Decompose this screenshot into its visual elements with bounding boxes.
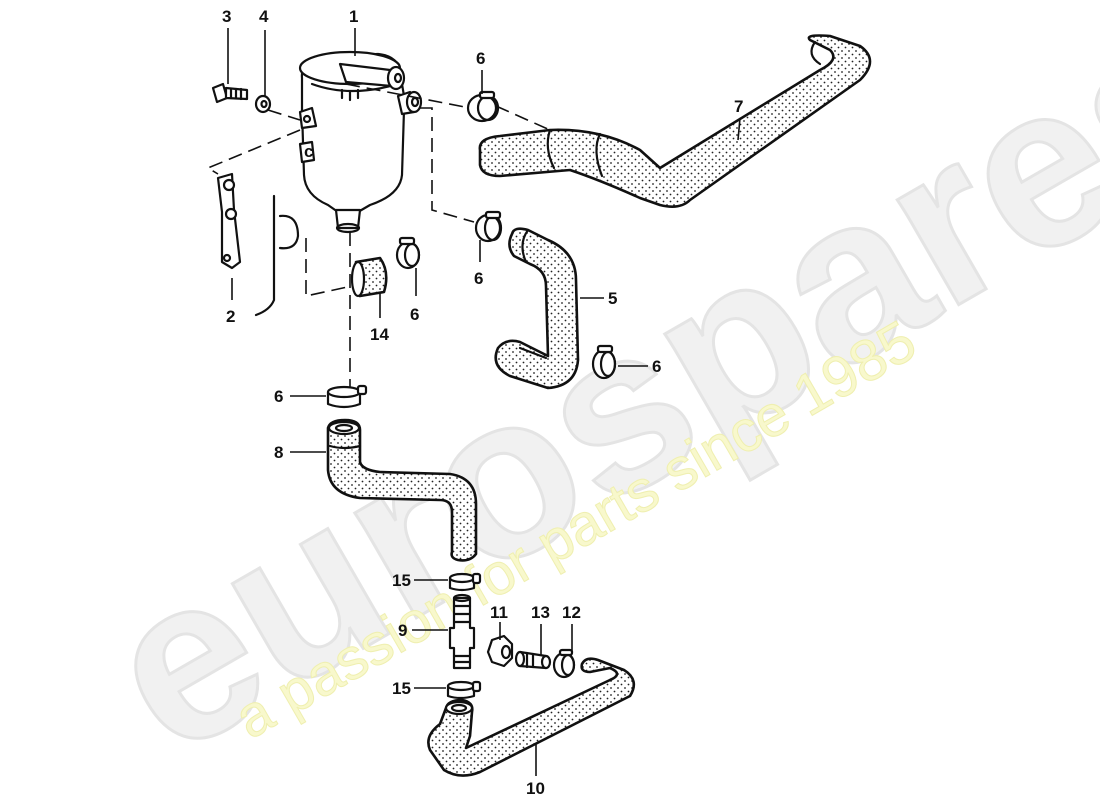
callout-15b[interactable]: 15 <box>392 679 411 698</box>
hose-clamp-top[interactable] <box>466 90 500 123</box>
bracket[interactable] <box>216 172 300 317</box>
hose-clamp-lower[interactable] <box>326 384 368 409</box>
hose-clamp-15-top[interactable] <box>448 572 482 592</box>
callout-8[interactable]: 8 <box>274 443 283 462</box>
callout-1[interactable]: 1 <box>349 7 358 26</box>
assembly-lines <box>206 83 551 388</box>
nut[interactable] <box>486 634 514 668</box>
hose-long[interactable] <box>478 34 872 208</box>
callout-7[interactable]: 7 <box>734 97 743 116</box>
callout-9[interactable]: 9 <box>398 621 407 640</box>
callout-leaders <box>227 28 741 776</box>
callout-5[interactable]: 5 <box>608 289 617 308</box>
callout-11[interactable]: 11 <box>490 603 508 622</box>
washer[interactable] <box>254 94 272 114</box>
callout-labels: 1 3 4 2 6 7 6 6 14 5 6 6 8 15 9 15 11 13… <box>222 7 743 798</box>
hose-s-bend[interactable] <box>326 418 478 562</box>
hose-clamp-sleeve[interactable] <box>395 236 421 270</box>
watermark-logo: eurospares <box>66 0 1100 800</box>
callout-12[interactable]: 12 <box>562 603 581 622</box>
callout-6b[interactable]: 6 <box>474 269 483 288</box>
hose-clamp-mid[interactable] <box>474 210 503 243</box>
watermark: eurospares a passion for parts since 198… <box>65 0 1100 800</box>
hose-sleeve[interactable] <box>350 256 388 298</box>
hose-clamp-small[interactable] <box>552 648 576 679</box>
hose-lower[interactable] <box>427 657 636 777</box>
callout-10[interactable]: 10 <box>526 779 545 798</box>
svg-text:c: c <box>304 142 313 161</box>
callout-6e[interactable]: 6 <box>274 387 283 406</box>
callout-3[interactable]: 3 <box>222 7 231 26</box>
connector-pipe[interactable] <box>448 593 476 670</box>
callout-2[interactable]: 2 <box>226 307 235 326</box>
callout-6d[interactable]: 6 <box>652 357 661 376</box>
hose-u-bend[interactable] <box>494 227 580 390</box>
callout-6c[interactable]: 6 <box>410 305 419 324</box>
callout-14[interactable]: 14 <box>370 325 389 344</box>
callout-13[interactable]: 13 <box>531 603 550 622</box>
callout-15a[interactable]: 15 <box>392 571 411 590</box>
nipple-fitting[interactable] <box>514 650 552 670</box>
hose-clamp-15-bottom[interactable] <box>446 680 482 700</box>
oil-separator-housing[interactable]: c <box>298 50 423 234</box>
hose-clamp-right[interactable] <box>591 344 617 380</box>
callout-4[interactable]: 4 <box>259 7 269 26</box>
callout-6a[interactable]: 6 <box>476 49 485 68</box>
bolt[interactable] <box>211 82 249 104</box>
